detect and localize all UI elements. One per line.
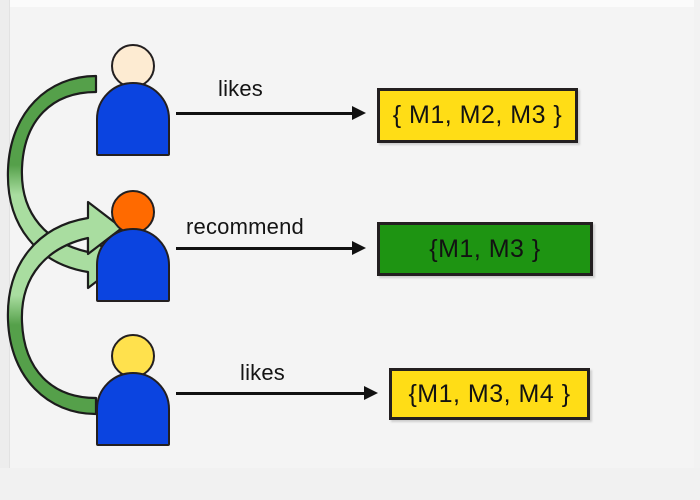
user-top-head [111,44,155,88]
user-middle[interactable] [94,190,172,302]
user-bottom[interactable] [94,334,172,446]
arrow-shaft [176,112,352,115]
influence-arrow-bottom-to-middle [6,200,124,416]
user-middle-head [111,190,155,234]
item-set-box-bottom[interactable]: {M1, M3, M4 } [389,368,590,420]
relation-arrow-top [176,103,366,123]
user-top[interactable] [94,44,172,156]
item-set-box-recommended[interactable]: {M1, M3 } [377,222,593,276]
slide-edge-bottom [0,468,700,500]
user-bottom-body [96,372,170,446]
user-top-body [96,82,170,156]
user-middle-body [96,228,170,302]
relation-label-likes-top: likes [218,76,264,101]
arrow-head-icon [352,241,366,255]
slide-edge-right [694,0,700,500]
relation-label-recommend: recommend [186,214,304,239]
arrow-head-icon [364,386,378,400]
relation-arrow-middle [176,238,366,258]
arrow-shaft [176,247,352,250]
relation-label-likes-bottom: likes [240,360,286,385]
slide-edge-left [0,0,10,500]
arrow-shaft [176,392,364,395]
influence-arrow-top-to-middle [6,74,124,290]
slide-edge-top [0,0,700,7]
item-set-box-top[interactable]: { M1, M2, M3 } [377,88,578,143]
relation-arrow-bottom [176,383,378,403]
arrow-head-icon [352,106,366,120]
